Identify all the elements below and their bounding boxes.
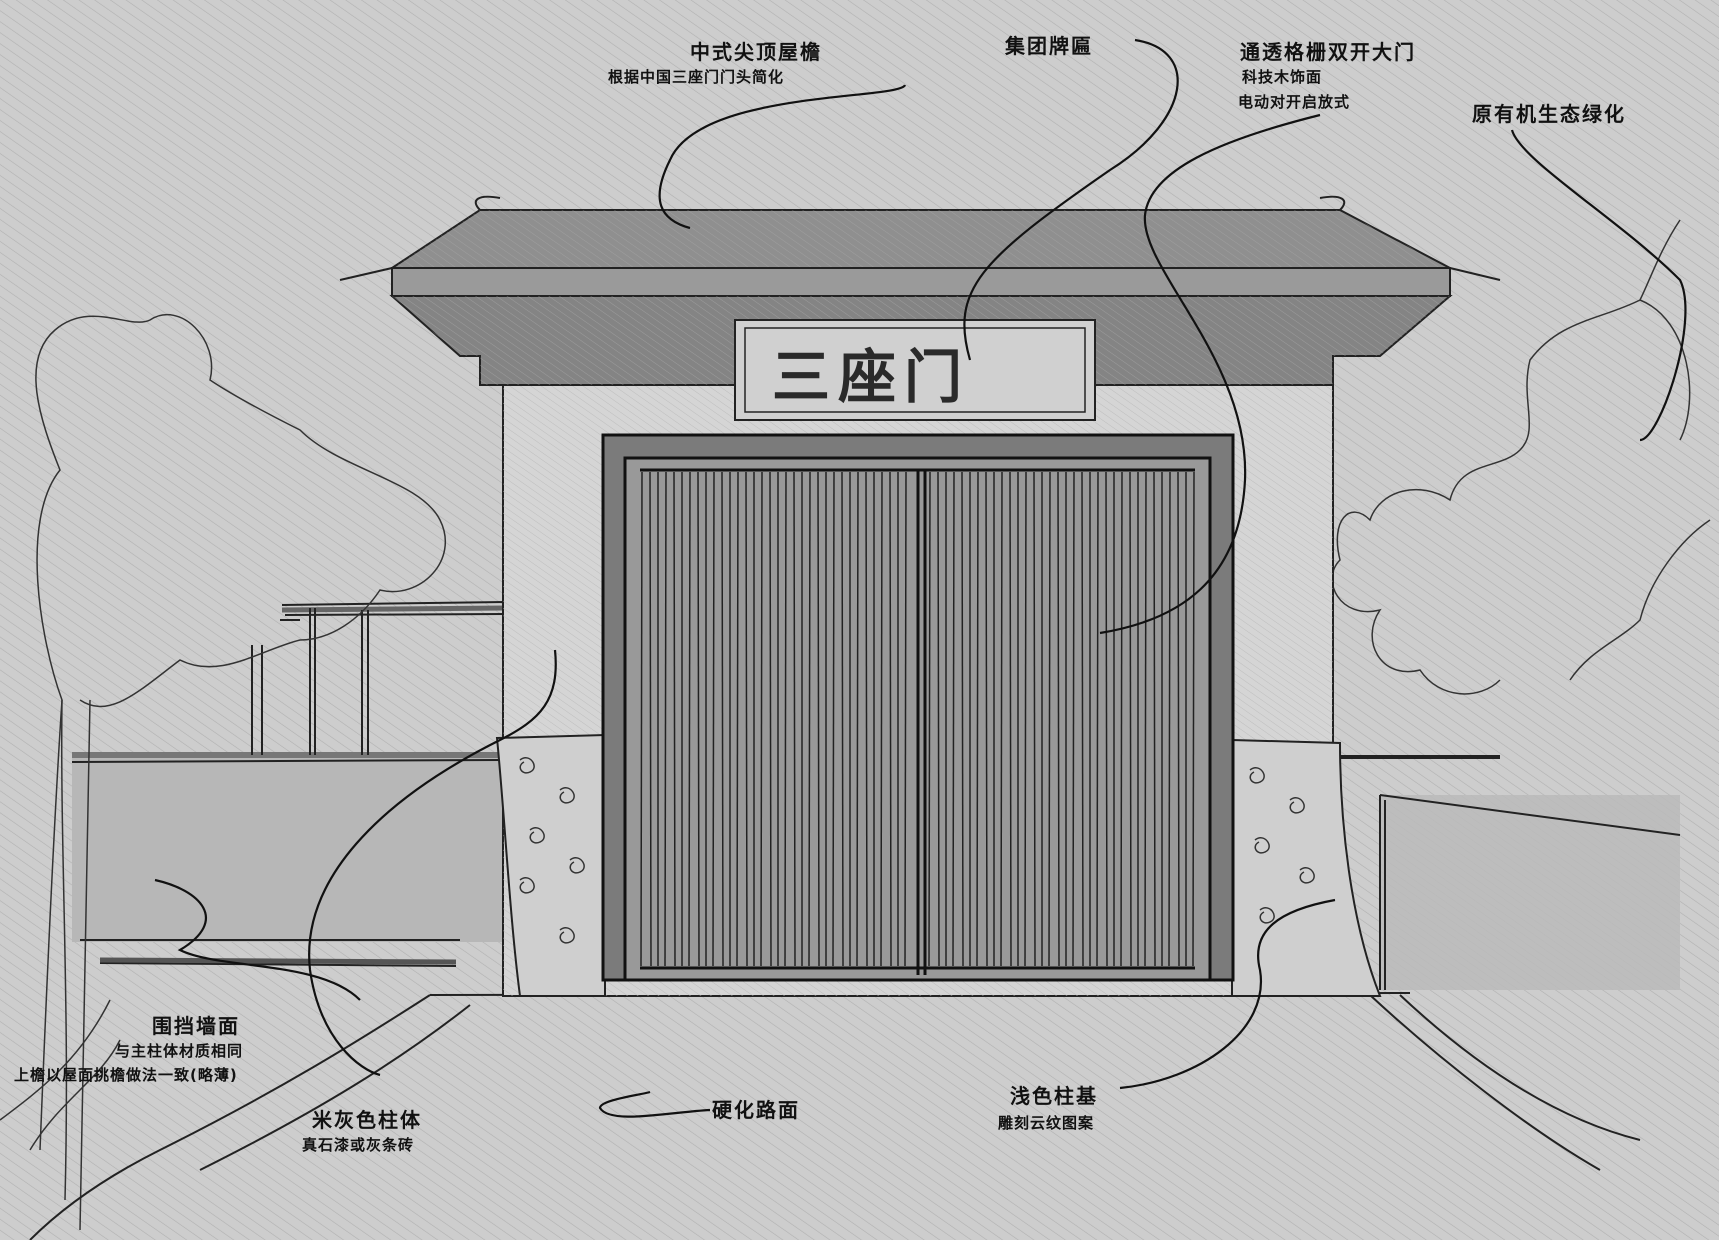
grille-slat	[673, 471, 676, 967]
base-annotation-title: 浅色柱基	[1010, 1084, 1098, 1108]
grille-slat	[1105, 471, 1108, 967]
grille-slat	[1144, 471, 1147, 967]
grille-slat	[760, 471, 763, 967]
plaque-annotation-title: 集团牌匾	[1005, 34, 1093, 58]
grille-slat	[1168, 471, 1171, 967]
fence-annotation-sub2: 上檐以屋面挑檐做法一致(略薄)	[14, 1066, 238, 1084]
grille-slat	[985, 471, 988, 967]
grille-slat	[784, 471, 787, 967]
greenery-annotation-title: 原有机生态绿化	[1472, 102, 1626, 126]
grille-slat	[769, 471, 772, 967]
grille-slat	[952, 471, 955, 967]
grille-slat	[817, 471, 820, 967]
gate-center-seam	[916, 470, 927, 975]
grille-slat	[1153, 471, 1156, 967]
grille-slat	[688, 471, 691, 967]
grille-slat	[1033, 471, 1036, 967]
grille-slat	[745, 471, 748, 967]
gate-annotation-sub1: 科技木饰面	[1242, 68, 1323, 86]
right-fence-wall	[1340, 755, 1681, 990]
grille-slat	[904, 471, 907, 967]
grille-slat	[1048, 471, 1051, 967]
grille-slat	[880, 471, 883, 967]
grille-slat	[1096, 471, 1099, 967]
left-pergola	[251, 601, 506, 755]
grille-slat	[841, 471, 844, 967]
grille-slat	[1129, 471, 1132, 967]
plaque-text: 三座门	[772, 343, 971, 411]
leader-lines	[154, 38, 1687, 1118]
gate-rails	[640, 468, 1195, 970]
right-tree	[1331, 219, 1711, 695]
grille-slat	[736, 471, 739, 967]
left-pillar-base	[495, 733, 606, 997]
plaque-frame	[734, 319, 1096, 421]
grille-slat	[1081, 471, 1084, 967]
grille-slat	[937, 471, 940, 967]
base-annotation-sub: 雕刻云纹图案	[998, 1114, 1095, 1132]
gate-annotation-title: 通透格栅双开大门	[1240, 40, 1416, 64]
gate-grille-slats	[640, 471, 1195, 967]
grille-slat	[1192, 471, 1195, 967]
grille-slat	[832, 471, 835, 967]
grille-slat	[697, 471, 700, 967]
roof-annotation-sub: 根据中国三座门门头简化	[608, 68, 785, 86]
grille-slat	[640, 471, 643, 967]
road-annotation-title: 硬化路面	[712, 1098, 800, 1122]
gate-annotation-sub2: 电动对开启放式	[1238, 93, 1351, 111]
grille-slat	[649, 471, 652, 967]
grille-slat	[1120, 471, 1123, 967]
grille-slat	[1057, 471, 1060, 967]
grille-slat	[865, 471, 868, 967]
grille-slat	[961, 471, 964, 967]
grille-slat	[1177, 471, 1180, 967]
grille-slat	[721, 471, 724, 967]
grille-slat	[793, 471, 796, 967]
cloud-pattern-carvings	[519, 757, 1315, 944]
grille-slat	[1024, 471, 1027, 967]
fence-annotation-sub1: 与主柱体材质相同	[115, 1042, 244, 1060]
grille-slat	[1009, 471, 1012, 967]
grille-slat	[712, 471, 715, 967]
pillar-annotation-sub: 真石漆或灰条砖	[302, 1136, 415, 1154]
grille-slat	[1072, 471, 1075, 967]
pillar-annotation-title: 米灰色柱体	[312, 1108, 422, 1132]
grille-slat	[808, 471, 811, 967]
grille-slat	[889, 471, 892, 967]
grille-slat	[664, 471, 667, 967]
grille-slat	[928, 471, 931, 967]
roof-annotation-title: 中式尖顶屋檐	[690, 40, 822, 64]
grille-slat	[856, 471, 859, 967]
left-fence-wall	[71, 752, 502, 967]
grille-slat	[976, 471, 979, 967]
left-tree	[0, 313, 447, 1231]
grille-slat	[1000, 471, 1003, 967]
fence-annotation-title: 围挡墙面	[152, 1014, 240, 1038]
